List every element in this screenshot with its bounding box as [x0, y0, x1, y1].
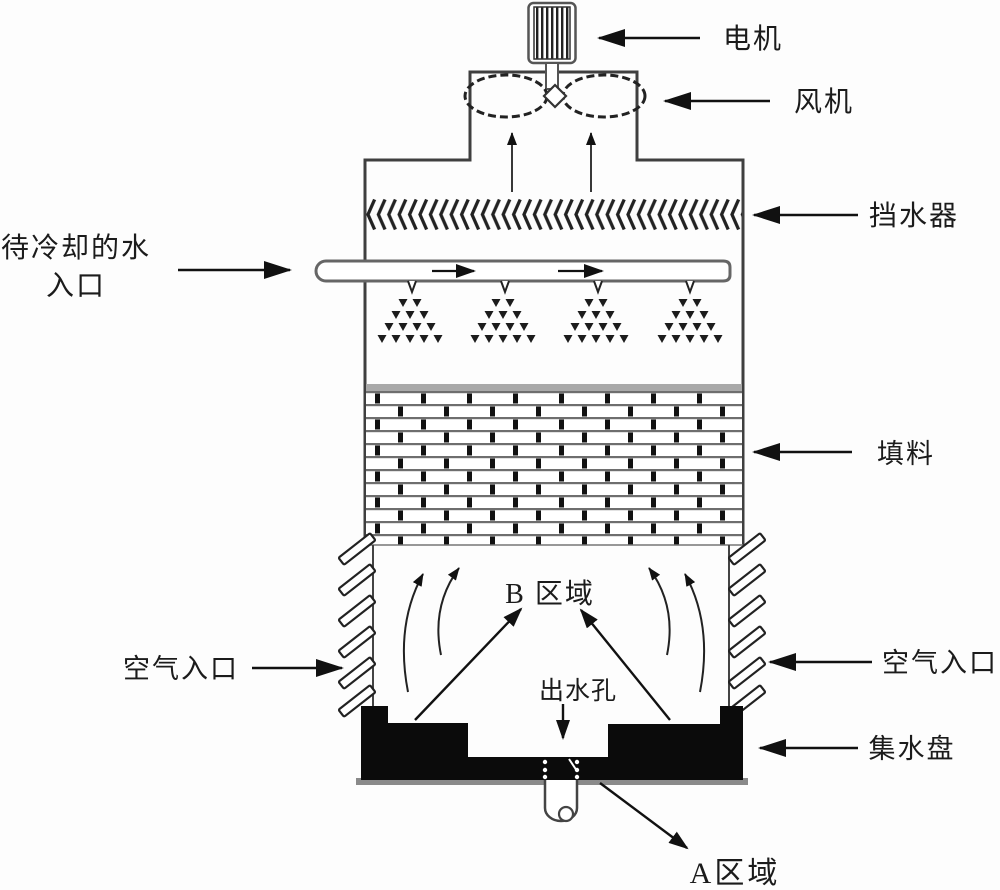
louver-right	[727, 532, 767, 718]
fan	[463, 73, 647, 119]
water-distribution-pipe	[314, 259, 732, 283]
fan-label: 风机	[794, 86, 854, 118]
motor	[527, 1, 577, 90]
spray-nozzles	[378, 280, 723, 343]
fan-hub	[542, 83, 568, 109]
water-collection-pan	[356, 706, 748, 823]
outlet-hole-label: 出水孔	[539, 677, 617, 705]
air-inlet-left-label: 空气入口	[123, 654, 239, 684]
zone-b-arrows	[414, 607, 671, 721]
air-inlet-right-label: 空气入口	[882, 648, 998, 678]
zone-a-label: A区域	[690, 857, 781, 890]
motor-label: 电机	[723, 23, 783, 55]
fill-packing	[365, 384, 743, 546]
zone-b-label: B 区域	[505, 578, 595, 610]
outlet-perforations	[542, 758, 580, 780]
airflow-arrows	[402, 567, 706, 693]
water-pan-label: 集水盘	[869, 734, 956, 764]
louver-left	[337, 532, 377, 718]
exhaust-air-arrows	[507, 132, 596, 192]
drift-eliminator-band	[366, 197, 742, 232]
drift-eliminator-label: 挡水器	[869, 200, 959, 232]
label-leaders	[178, 29, 872, 757]
water-inlet-label-line1: 待冷却的水	[1, 232, 151, 264]
drain-pipe-loop	[557, 805, 575, 823]
zone-a-arrow	[599, 782, 689, 850]
fill-label: 填料	[877, 439, 935, 469]
water-inlet-label-line2: 入口	[46, 271, 106, 302]
